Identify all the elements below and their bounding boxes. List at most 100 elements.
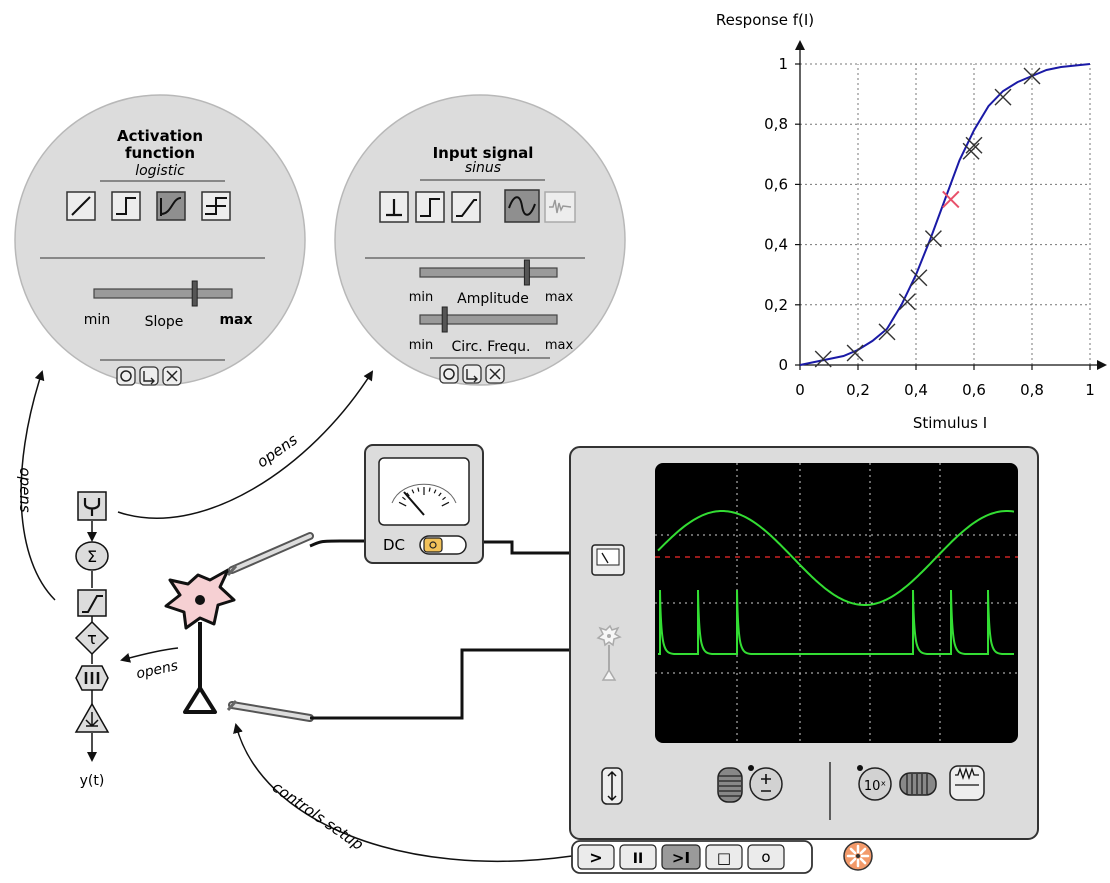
linear-function-button[interactable]: [66, 191, 96, 221]
input-electrode-tip: [226, 565, 238, 576]
logistic-function-button[interactable]: [156, 191, 186, 221]
pipeline-output-block[interactable]: [74, 702, 110, 733]
sinus-signal-button[interactable]: [504, 189, 540, 223]
input-signal-panel: Input signal sinus min Amplitud: [334, 94, 626, 386]
input-fork-icon: [83, 498, 101, 516]
input-panel-move-button[interactable]: [439, 364, 459, 384]
offset-knob[interactable]: [748, 765, 783, 801]
noise-signal-button[interactable]: [544, 191, 576, 223]
pipeline-activation-block[interactable]: [77, 589, 107, 617]
step-signal-button[interactable]: [415, 191, 445, 223]
record-button[interactable]: o: [747, 844, 785, 870]
step-signal-icon: [420, 198, 440, 217]
sample-marker: [1023, 67, 1041, 85]
stop-button[interactable]: □: [705, 844, 743, 870]
activation-panel-close-button[interactable]: [162, 366, 182, 386]
slope-slider[interactable]: [93, 280, 233, 307]
meter-tick: [402, 496, 406, 501]
sinus-signal-icon: [508, 196, 536, 216]
step-icon: >I: [672, 849, 690, 867]
input-wire: [309, 539, 368, 548]
activation-panel-dock-button[interactable]: [139, 366, 159, 386]
sample-marker: [994, 88, 1012, 106]
play-button[interactable]: >: [577, 844, 615, 870]
time-wheel-control[interactable]: [899, 772, 937, 796]
input-electrode: [226, 532, 314, 576]
chart-x-tick-label: 0,6: [962, 381, 986, 399]
input-panel-dock-button[interactable]: [462, 364, 482, 384]
activation-icon: [82, 595, 103, 613]
ramp-signal-icon: [456, 199, 477, 217]
input-panel-close-button[interactable]: [485, 364, 505, 384]
step-function-button[interactable]: [111, 191, 141, 221]
pause-button[interactable]: II: [619, 844, 657, 870]
noise-signal-icon: [549, 199, 572, 214]
busy-indicator-button[interactable]: [843, 841, 873, 871]
frequency-label: Circ. Frequ.: [451, 339, 530, 355]
zoom-knob[interactable]: 10ˣ: [857, 765, 892, 801]
amplitude-slider[interactable]: [419, 259, 558, 286]
channel-neuron-button[interactable]: [596, 624, 622, 681]
opens-activation-label: opens: [16, 467, 34, 512]
spike-bars-icon: [84, 672, 100, 684]
slope-label: Slope: [145, 314, 184, 330]
dc-toggle-switch[interactable]: [419, 535, 467, 555]
activation-panel-disc: [14, 94, 306, 386]
meter-to-scope-wire: [483, 540, 570, 555]
record-icon: o: [761, 848, 770, 866]
frequency-min-label: min: [409, 338, 434, 353]
chart-y-tick-label: 0,2: [764, 296, 788, 314]
processing-pipeline: Σ τ y(t): [74, 491, 110, 789]
amplitude-slider-knob[interactable]: [523, 259, 530, 286]
frequency-slider-knob[interactable]: [441, 306, 448, 333]
transport-controls: > II >I □ o: [571, 840, 873, 874]
meter-ticks: [398, 487, 450, 507]
neuron[interactable]: [164, 568, 236, 714]
recording-electrode: [226, 700, 314, 722]
scroll-wheel-control[interactable]: [717, 767, 743, 803]
ramp-signal-button[interactable]: [451, 191, 481, 223]
threshold-function-icon: [205, 197, 227, 215]
close-icon: [489, 368, 501, 380]
chart-x-tick-label: 1: [1085, 381, 1095, 399]
chart-x-tick-label: 0: [795, 381, 805, 399]
meter-tick: [438, 492, 442, 497]
step-button[interactable]: >I: [661, 844, 701, 870]
pipeline-sum-block[interactable]: Σ: [75, 541, 109, 571]
sample-marker: [910, 269, 928, 287]
neuron-icon-nucleus: [607, 634, 611, 638]
channel-meter-button[interactable]: [591, 544, 625, 576]
sample-marker: [924, 230, 942, 248]
vertical-scale-button[interactable]: [601, 767, 623, 805]
pipeline-delay-block[interactable]: τ: [74, 620, 110, 656]
meter-tick: [442, 496, 446, 501]
spinner-spoke: [859, 847, 867, 855]
constant-signal-button[interactable]: [379, 191, 409, 223]
pipeline-input-block[interactable]: [77, 491, 107, 521]
activation-panel-move-button[interactable]: [116, 366, 136, 386]
chart-x-tick-label: 0,8: [1020, 381, 1044, 399]
frequency-slider[interactable]: [419, 306, 558, 333]
constant-signal-icon: [386, 199, 402, 217]
slope-min-label: min: [84, 312, 110, 328]
pause-icon: II: [633, 851, 643, 867]
input-title: Input signal: [433, 144, 534, 162]
recording-wire: [310, 648, 570, 720]
step-function-icon: [116, 197, 136, 215]
sum-icon: Σ: [87, 547, 97, 566]
meter-tick: [411, 489, 415, 494]
activation-title-line2: function: [125, 144, 195, 162]
threshold-function-button[interactable]: [201, 191, 231, 221]
spike-trace: [658, 589, 1014, 655]
play-icon: >: [589, 848, 602, 867]
slope-slider-knob[interactable]: [191, 280, 198, 307]
chart-y-tick-label: 0: [778, 356, 788, 374]
output-down-icon: [85, 712, 99, 728]
plus-minus-icon: [761, 774, 771, 792]
signal-mode-button[interactable]: [949, 765, 985, 801]
pipeline-spike-block[interactable]: [75, 665, 109, 691]
controls-setup-arrow: [233, 723, 573, 863]
